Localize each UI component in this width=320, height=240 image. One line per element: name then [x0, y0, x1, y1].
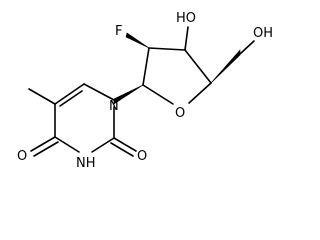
bond-n3-c2 — [91, 137, 115, 153]
fluorine-label: F — [115, 24, 122, 39]
carbonyl-o2-label: O — [137, 149, 147, 164]
bond-n1-c6 — [83, 83, 115, 101]
bond-c2prime-c3prime — [148, 47, 186, 51]
bond-c4-o4-a — [30, 136, 56, 152]
bond-c3prime-oh — [184, 26, 189, 51]
nh-group-label: NH — [76, 156, 96, 171]
ring-nitrogen-label: N — [109, 99, 119, 114]
hydroxyl-3-label: HO — [176, 11, 196, 26]
bond-c2-o2-b — [110, 142, 134, 157]
bond-c6-c5 — [54, 83, 85, 105]
bond-c5prime-oh — [239, 40, 255, 55]
molecule-structure-diagram: F HO OH O N NH O O — [17, 11, 273, 171]
pyrimidine-ring — [28, 83, 137, 157]
bond-c6-c5-inner — [59, 90, 83, 107]
bond-c4-n3 — [54, 136, 80, 153]
hydroxyl-5-label: OH — [253, 26, 273, 41]
wedge-bond-c2prime-f — [125, 32, 150, 49]
bond-c1-c2prime — [142, 47, 150, 86]
bond-c4prime-o4prime — [188, 82, 212, 104]
wedge-bond-c1-n1 — [113, 84, 144, 105]
bond-c5-methyl — [28, 88, 56, 105]
bond-c2-o2-a — [113, 137, 137, 152]
stereo-bonds — [113, 32, 241, 105]
wedge-bond-c4prime-c5prime — [210, 49, 241, 84]
bond-o4prime-c1prime — [142, 84, 174, 105]
bond-c3prime-c4prime — [184, 49, 212, 84]
ring-oxygen-label: O — [175, 106, 185, 121]
bond-c4-o4-b — [33, 141, 59, 157]
carbonyl-o4-label: O — [17, 149, 27, 164]
sugar-ring — [142, 26, 255, 105]
atom-labels: F HO OH O N NH O O — [17, 11, 273, 171]
